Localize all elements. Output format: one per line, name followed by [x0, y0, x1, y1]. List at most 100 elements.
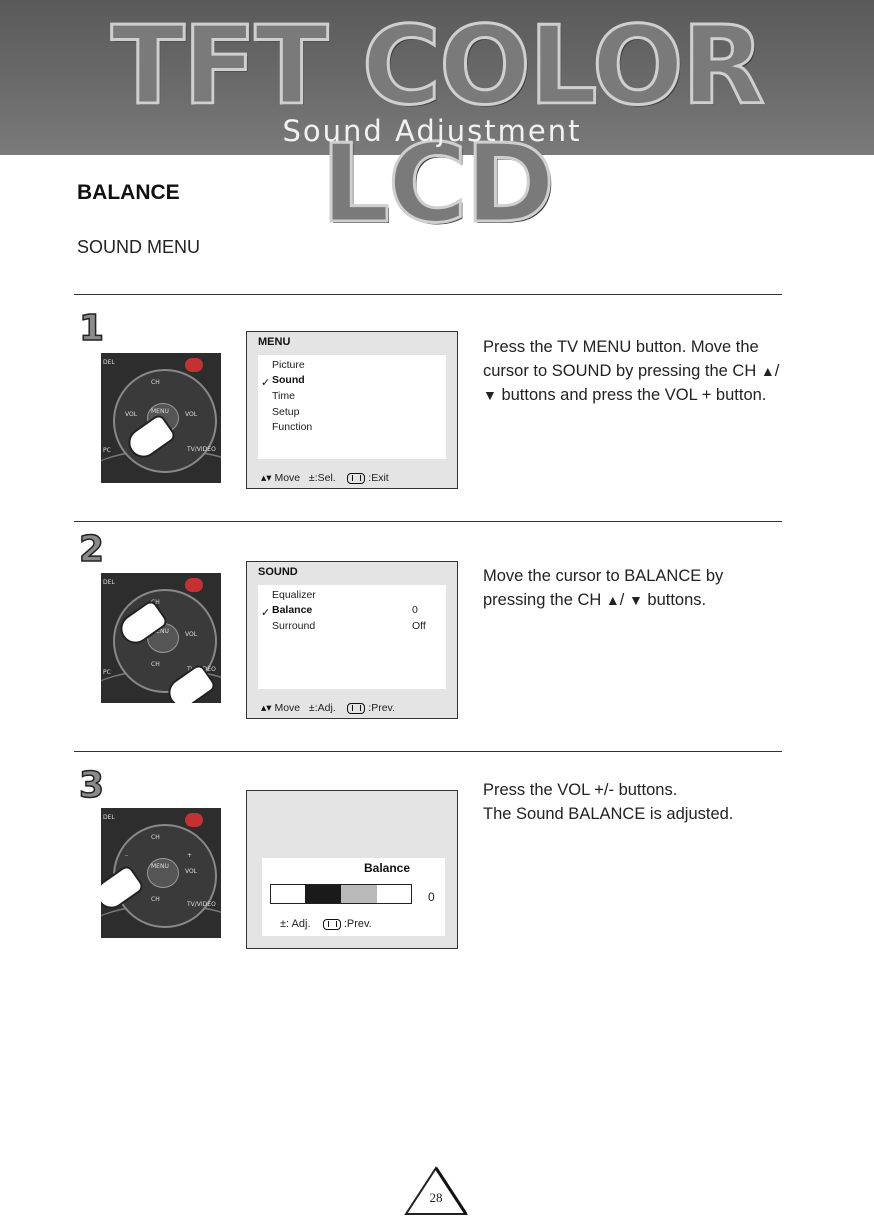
osd-list: ✓ Picture Sound Time Setup Function	[258, 355, 446, 459]
desc-line: Move the cursor to BALANCE by	[483, 567, 724, 585]
osd-menu-screen: MENU ✓ Picture Sound Time Setup Function…	[246, 331, 458, 489]
remote-label: DEL	[103, 579, 115, 586]
osd-title: SOUND	[258, 566, 298, 578]
desc-text: /	[774, 362, 780, 380]
remote-label: VOL	[185, 631, 198, 638]
desc-text: buttons and press the VOL + button.	[501, 386, 767, 404]
down-triangle-icon: ▼	[483, 387, 497, 403]
osd-footer: ±: Adj. :Prev.	[280, 918, 372, 930]
footer-prev: :Prev.	[343, 918, 372, 930]
osd-footer: ▴▾ Move ±:Adj. :Prev.	[261, 702, 395, 714]
page-number: 28	[429, 1190, 443, 1205]
remote-label: VOL	[125, 411, 138, 418]
page-subtitle: Sound Adjustment	[282, 114, 582, 148]
desc-line: Press the TV MENU button. Move the	[483, 338, 759, 356]
balance-panel: Balance 0 ±: Adj. :Prev.	[262, 858, 445, 936]
footer-move: Move	[274, 472, 301, 484]
desc-line: ▼ buttons and press the VOL + button.	[483, 383, 781, 407]
remote-control-image: DEL CH VOL VOL MENU CH PC TV/VIDEO	[101, 573, 221, 703]
desc-line: Press the VOL +/- buttons.	[483, 781, 678, 799]
brand-logo: TFT COLOR LCD	[110, 4, 767, 247]
remote-label: CH	[151, 834, 160, 841]
updown-arrow-icon: ▴▾	[261, 472, 272, 484]
footer-prev: :Prev.	[368, 702, 395, 714]
section-title: BALANCE	[77, 181, 180, 204]
updown-arrow-icon: ▴▾	[261, 702, 272, 714]
down-triangle-icon: ▼	[628, 592, 643, 608]
remote-label: VOL	[185, 868, 198, 875]
step-description: Move the cursor to BALANCE by pressing t…	[483, 564, 723, 612]
osd-item: Surround	[272, 620, 316, 632]
plusminus-icon: ±	[308, 702, 315, 714]
osd-sound-screen: SOUND ✓ Equalizer Balance 0 Surround Off…	[246, 561, 458, 719]
power-button-icon	[185, 813, 203, 827]
remote-control-image: DEL CH – + VOL MENU CH TV/VIDEO	[101, 808, 221, 938]
footer-exit: :Exit	[368, 472, 389, 484]
step-divider	[74, 294, 782, 295]
remote-label: MENU	[151, 863, 169, 870]
power-button-icon	[185, 578, 203, 592]
desc-line: pressing the CH ▲/ ▼ buttons.	[483, 588, 723, 612]
step-divider	[74, 751, 782, 752]
remote-label: TV/VIDEO	[187, 901, 216, 908]
osd-item: Equalizer	[272, 589, 316, 601]
check-icon: ✓	[261, 607, 271, 619]
footer-sel: :Sel.	[314, 472, 336, 484]
remote-label: –	[125, 852, 128, 859]
balance-right-fill	[341, 885, 377, 903]
desc-line: The Sound BALANCE is adjusted.	[483, 805, 734, 823]
remote-label: VOL	[185, 411, 198, 418]
step-number: 3	[78, 765, 105, 807]
osd-item: Picture	[272, 359, 305, 371]
plusminus-icon: ±	[280, 918, 287, 930]
balance-slider	[270, 884, 412, 904]
menu-button-icon	[147, 858, 179, 888]
osd-item-selected: Balance	[272, 604, 313, 616]
desc-text: cursor to SOUND by pressing the CH	[483, 362, 757, 380]
remote-control-image: DEL CH VOL VOL MENU CH PC TV/VIDEO	[101, 353, 221, 483]
remote-label: +	[187, 852, 193, 859]
remote-label: CH	[151, 379, 160, 386]
step-number: 1	[78, 308, 105, 350]
desc-line: cursor to SOUND by pressing the CH ▲/	[483, 359, 781, 383]
check-icon: ✓	[261, 377, 271, 389]
osd-item: Time	[272, 390, 295, 402]
footer-move: Move	[274, 702, 301, 714]
osd-item-selected: Sound	[272, 374, 305, 386]
menu-button-icon	[322, 918, 341, 930]
remote-label: TV/VIDEO	[187, 446, 216, 453]
up-triangle-icon: ▲	[605, 592, 620, 608]
page-number-triangle	[404, 1166, 468, 1215]
footer-adj: : Adj.	[286, 918, 311, 930]
remote-label: MENU	[151, 628, 169, 635]
remote-label: CH	[151, 896, 160, 903]
up-triangle-icon: ▲	[760, 363, 775, 379]
desc-text: /	[619, 591, 625, 609]
remote-label: PC	[103, 669, 111, 676]
step-description: Press the VOL +/- buttons. The Sound BAL…	[483, 778, 733, 826]
step-description: Press the TV MENU button. Move the curso…	[483, 335, 781, 407]
plusminus-icon: ±	[308, 472, 315, 484]
osd-item: Setup	[272, 406, 300, 418]
osd-footer: ▴▾ Move ±:Sel. :Exit	[261, 472, 389, 484]
section-subtitle: SOUND MENU	[77, 237, 201, 257]
step-number: 2	[78, 529, 105, 571]
remote-label: DEL	[103, 359, 115, 366]
step-divider	[74, 521, 782, 522]
osd-list: ✓ Equalizer Balance 0 Surround Off	[258, 585, 446, 689]
menu-button-icon	[347, 472, 366, 484]
balance-title: Balance	[364, 861, 411, 875]
remote-label: CH	[151, 661, 160, 668]
remote-label: PC	[103, 447, 111, 454]
osd-item-value: 0	[412, 604, 418, 616]
desc-text: pressing the CH	[483, 591, 602, 609]
osd-item: Function	[272, 421, 313, 433]
menu-button-icon	[347, 702, 366, 714]
desc-text: buttons.	[647, 591, 707, 609]
osd-item-value: Off	[412, 620, 426, 632]
remote-label: MENU	[151, 408, 169, 415]
power-button-icon	[185, 358, 203, 372]
footer-adj: :Adj.	[314, 702, 336, 714]
page-header: TFT COLOR LCD Sound Adjustment	[0, 0, 874, 245]
osd-title: MENU	[258, 336, 291, 348]
